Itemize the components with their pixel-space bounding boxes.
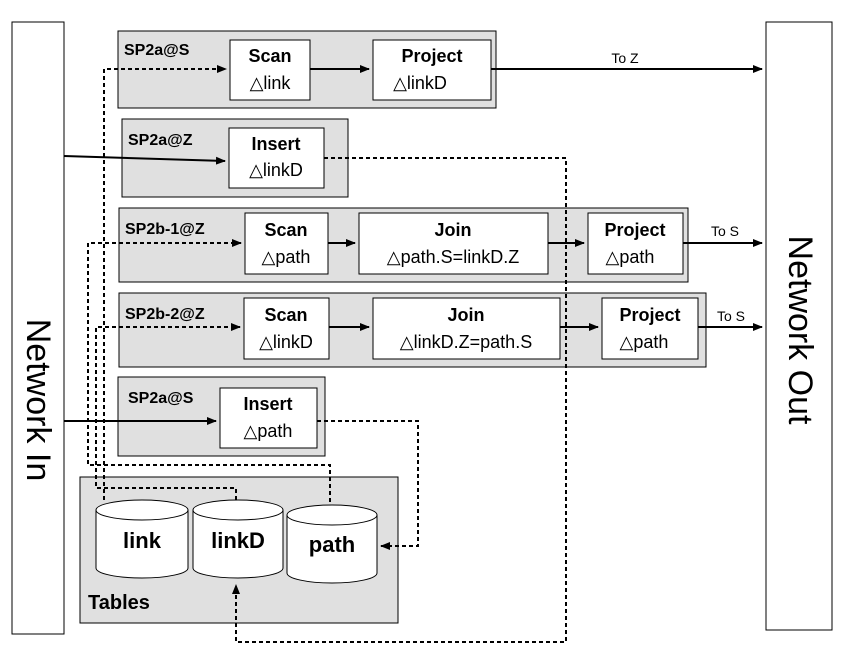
scan-op-box [243, 297, 330, 360]
op-label: Scan [264, 305, 307, 325]
tables-panel: Tables link linkD path [79, 476, 399, 624]
rule-name: SP2a@S [124, 42, 190, 59]
dashed-path-to-scan [87, 239, 331, 502]
op-arg: △linkD [259, 332, 313, 352]
op-arg: △linkD.Z=path.S [400, 332, 532, 352]
table-name: linkD [211, 528, 265, 553]
project-op-box [601, 297, 699, 360]
project-op-box [372, 39, 492, 101]
op-arg: △path [244, 421, 293, 441]
op-label: Join [434, 220, 471, 240]
arrow-network-in-to-insert-linkd [63, 155, 226, 165]
table-name: path [309, 532, 355, 557]
op-label: Scan [248, 46, 291, 66]
rule-name: SP2a@Z [128, 132, 193, 149]
table-name: link [123, 528, 162, 553]
op-arg: △path [262, 247, 311, 267]
op-arg: △path [620, 332, 669, 352]
network-out-panel: Network Out [765, 21, 833, 631]
op-arg: △path [606, 247, 655, 267]
table-path: path [286, 504, 378, 584]
table-linkd: linkD [192, 499, 284, 579]
op-label: Insert [243, 394, 292, 414]
op-arg: △linkD [393, 73, 447, 93]
op-label: Project [604, 220, 665, 240]
rule-name: SP2b-2@Z [125, 306, 205, 323]
project-op-box [587, 212, 684, 275]
output-label: To Z [611, 50, 639, 66]
dashed-insert-to-path [317, 420, 419, 550]
output-label: To S [711, 223, 739, 239]
rule-sp2b1-z: SP2b-1@Z Scan △path Join △path.S=linkD.Z… [118, 207, 739, 283]
rule-sp2a-z: SP2a@Z Insert △linkD [121, 118, 349, 198]
solid-arrows [63, 65, 763, 425]
output-label: To S [717, 308, 745, 324]
dashed-arrows [87, 65, 567, 643]
join-op-box [358, 212, 549, 275]
network-in-label: Network In [19, 319, 57, 482]
dashed-link-to-scan [103, 65, 227, 500]
dashed-linkd-to-scan [95, 323, 241, 500]
op-arg: △path.S=linkD.Z [387, 247, 519, 267]
join-op-box [372, 297, 561, 360]
scan-op-box [244, 212, 329, 275]
op-label: Join [447, 305, 484, 325]
rule-name: SP2a@S [128, 390, 194, 407]
dashed-insert-to-linkd [232, 157, 567, 643]
rule-sp2a-s-insert: SP2a@S Insert △path [117, 376, 326, 457]
op-label: Scan [264, 220, 307, 240]
insert-op-box [219, 387, 318, 449]
table-link: link [95, 499, 189, 579]
rule-name: SP2b-1@Z [125, 221, 205, 238]
op-label: Insert [251, 134, 300, 154]
insert-op-box [228, 127, 325, 189]
network-out-label: Network Out [781, 236, 819, 425]
rule-sp2a-s-scan: SP2a@S Scan △link Project △linkD To Z [117, 30, 639, 109]
op-label: Project [619, 305, 680, 325]
network-in-panel: Network In [11, 21, 65, 635]
op-label: Project [401, 46, 462, 66]
tables-label: Tables [88, 592, 150, 614]
rule-sp2b2-z: SP2b-2@Z Scan △linkD Join △linkD.Z=path.… [118, 292, 745, 368]
op-arg: △linkD [249, 160, 303, 180]
op-arg: △link [250, 73, 292, 93]
